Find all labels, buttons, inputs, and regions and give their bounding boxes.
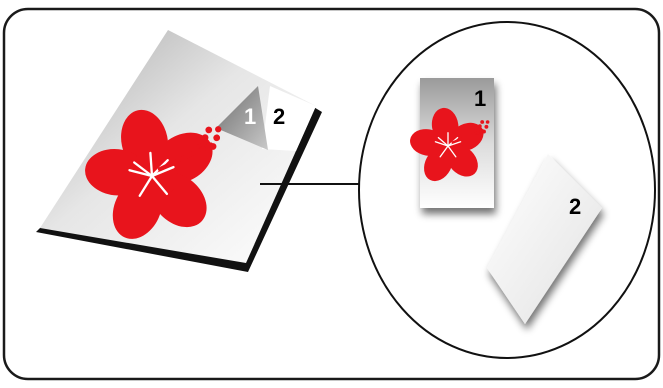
zoom-ellipse <box>358 21 656 359</box>
sheet-back-corner <box>262 86 316 151</box>
zoom-back-sheet: 2 <box>487 154 602 324</box>
page-label-back: 2 <box>273 104 285 129</box>
zoom-front-label: 1 <box>474 86 486 111</box>
zoom-front-sheet: 1 <box>406 78 494 208</box>
folded-flap <box>216 86 268 150</box>
page-label-front: 1 <box>244 104 256 129</box>
zoom-back-sheet-face <box>487 154 602 324</box>
main-sheet: 1 2 <box>36 30 322 272</box>
zoom-back-label: 2 <box>569 194 581 219</box>
